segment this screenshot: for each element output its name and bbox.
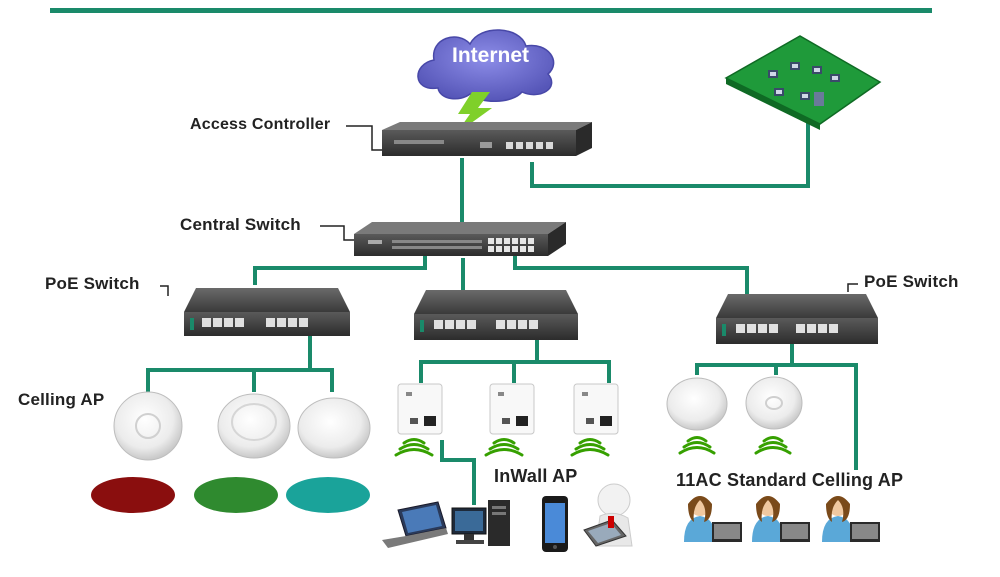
ap-color-teal (286, 477, 370, 513)
poe-switch-left-device (184, 288, 350, 336)
smartphone-icon (542, 496, 568, 552)
poe-switch-middle-device (414, 290, 578, 340)
access-controller-device (382, 122, 592, 156)
person-tablet-icon (583, 483, 633, 547)
top-divider (50, 8, 932, 13)
poe-switch-right-label: PoE Switch (864, 272, 959, 291)
ceiling-ap-2 (217, 393, 291, 459)
user-laptop-icon (752, 496, 810, 542)
connection-lines (146, 108, 858, 505)
access-controller-label: Access Controller (190, 116, 331, 133)
ceiling-ap-3 (297, 397, 371, 459)
internet-label: Internet (452, 44, 530, 67)
wifi-icon (394, 438, 434, 457)
network-board-icon (724, 35, 882, 130)
user-laptop-icon (684, 496, 742, 542)
wifi-icon (484, 438, 524, 457)
laptop-icon (382, 501, 448, 548)
poe-switch-right-pointer (847, 283, 858, 292)
central-switch-pointer (320, 225, 354, 241)
poe-switch-left-pointer (160, 285, 169, 296)
poe-switch-right-device (716, 294, 878, 344)
central-switch-device (354, 222, 566, 256)
ceiling-ap-1 (113, 391, 183, 461)
ap-color-green (194, 477, 278, 513)
wifi-icon (754, 436, 792, 455)
inwall-ap-2 (489, 383, 535, 435)
celling-ap-label: Celling AP (18, 390, 105, 409)
inwall-ap-3 (573, 383, 619, 435)
inwall-ap-1 (397, 383, 443, 435)
poe-switch-left-label: PoE Switch (45, 274, 140, 293)
standard-ap-1 (666, 377, 728, 431)
inwall-ap-label: InWall AP (494, 466, 578, 486)
wifi-icon (678, 436, 716, 455)
ap-color-red (91, 477, 175, 513)
access-controller-pointer (346, 125, 382, 151)
central-switch-label: Central Switch (180, 215, 301, 234)
wifi-icon (570, 438, 610, 457)
user-laptop-icon (822, 496, 880, 542)
desktop-pc-icon (451, 500, 510, 546)
standard-ap-label: 11AC Standard Celling AP (676, 470, 904, 490)
standard-ap-2 (745, 376, 803, 430)
